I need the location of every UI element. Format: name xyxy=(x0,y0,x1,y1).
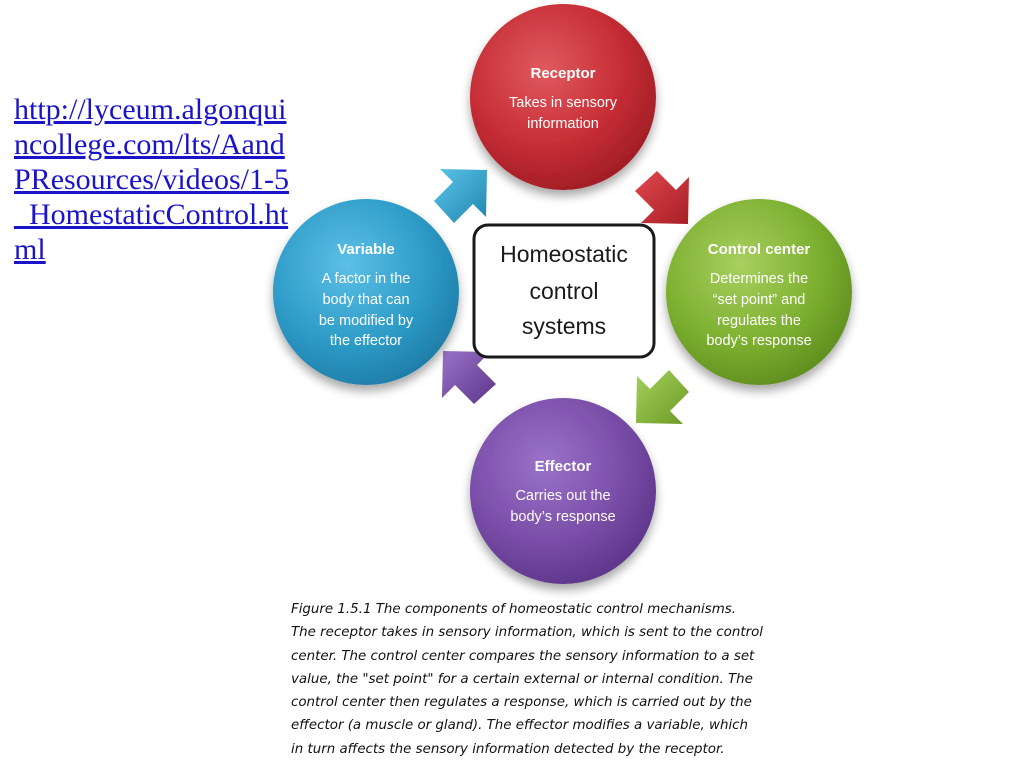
variable-title: Variable xyxy=(337,241,395,258)
variable-text-line-3: be modified by xyxy=(319,313,414,329)
caption-line-6: effector (a muscle or gland). The effect… xyxy=(291,718,749,734)
arrow-receptor-to-control xyxy=(635,171,689,224)
control-center-circle xyxy=(666,199,852,385)
effector-title: Effector xyxy=(535,458,592,475)
caption-line-4: value, the "set point" for a certain ext… xyxy=(291,671,753,687)
variable-text-line-4: the effector xyxy=(330,333,402,349)
receptor-title: Receptor xyxy=(530,65,595,82)
node-variable: Variable A factor in the body that can b… xyxy=(273,199,459,385)
center-title-line-1: Homeostatic xyxy=(500,241,628,267)
control-center-text-line-1: Determines the xyxy=(710,271,808,287)
node-control-center: Control center Determines the “set point… xyxy=(666,199,852,385)
caption-line-3: center. The control center compares the … xyxy=(291,648,755,664)
center-box: Homeostatic control systems xyxy=(472,223,656,359)
variable-circle xyxy=(273,199,459,385)
control-center-text-line-4: body’s response xyxy=(706,333,811,349)
center-title-line-2: control xyxy=(529,278,598,304)
caption-line-2: The receptor takes in sensory informatio… xyxy=(291,625,764,641)
receptor-circle xyxy=(470,4,656,190)
center-box-frame xyxy=(472,223,656,359)
center-title-line-3: systems xyxy=(522,313,606,339)
control-center-text-line-3: regulates the xyxy=(717,313,801,329)
receptor-text-line-2: information xyxy=(527,116,599,132)
control-center-title: Control center xyxy=(708,241,811,258)
arrow-variable-to-receptor xyxy=(434,169,487,223)
receptor-text-line-1: Takes in sensory xyxy=(509,95,618,111)
variable-text-line-1: A factor in the xyxy=(322,271,411,287)
control-center-text-line-2: “set point” and xyxy=(713,292,806,308)
variable-text-line-2: body that can xyxy=(322,292,409,308)
caption-line-5: control center then regulates a response… xyxy=(291,695,752,711)
effector-circle xyxy=(470,398,656,584)
node-effector: Effector Carries out the body’s response xyxy=(470,398,656,584)
video-link[interactable]: http://lyceum.algonquincollege.com/lts/A… xyxy=(14,93,289,266)
caption-line-1: Figure 1.5.1 The components of homeostat… xyxy=(291,602,736,617)
homeostasis-diagram: Receptor Takes in sensory information Co… xyxy=(273,4,852,584)
figure-caption: Figure 1.5.1 The components of homeostat… xyxy=(291,598,851,761)
arrow-control-to-effector xyxy=(636,370,689,424)
caption-line-7: in turn affects the sensory information … xyxy=(291,741,725,757)
effector-text-line-1: Carries out the xyxy=(515,488,610,504)
effector-text-line-2: body’s response xyxy=(510,509,615,525)
arrow-effector-to-variable xyxy=(442,351,496,404)
node-receptor: Receptor Takes in sensory information xyxy=(470,4,656,190)
